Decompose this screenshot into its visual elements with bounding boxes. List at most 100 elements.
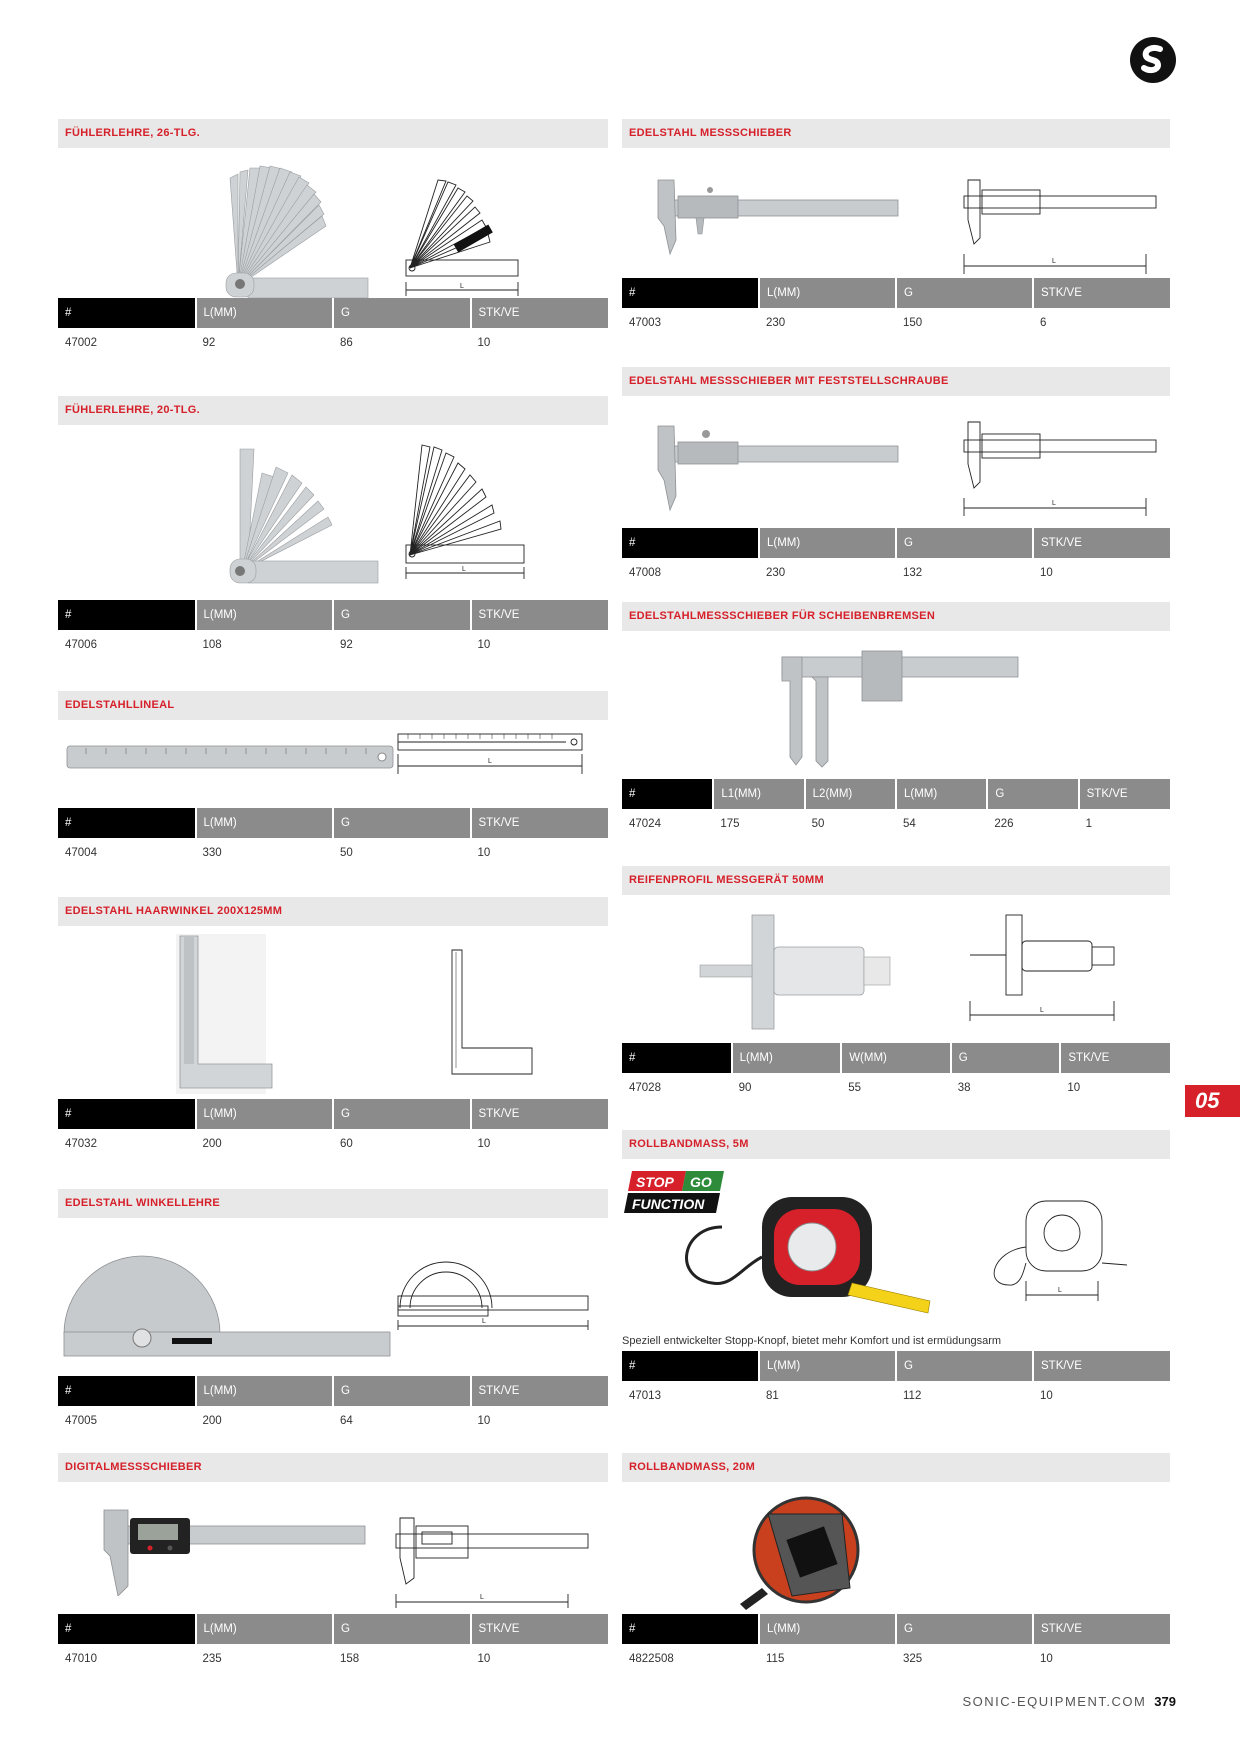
cell-length: 90 — [738, 1081, 752, 1094]
product-photo — [652, 416, 902, 516]
article-number: 47013 — [629, 1389, 661, 1402]
table-row: 47010 235 158 10 — [58, 1644, 608, 1673]
product-note: Speziell entwickelter Stopp-Knopf, biete… — [622, 1335, 1002, 1347]
cell-pack: 6 — [1040, 316, 1047, 329]
article-number: 47003 — [629, 316, 661, 329]
dimension-label: L — [1052, 500, 1056, 507]
col-header-number: # — [622, 528, 759, 558]
table-row: 47008 230 132 10 — [622, 558, 1170, 587]
col-header-number: # — [58, 600, 196, 630]
col-header-length: L(MM) — [758, 278, 896, 308]
section-title: EDELSTAHL WINKELLEHRE — [58, 1189, 608, 1218]
col-header-pack: STK/VE — [469, 1614, 608, 1644]
cell-pack: 10 — [477, 1137, 491, 1150]
cell-width: 55 — [848, 1081, 861, 1094]
cell-length: 200 — [202, 1414, 222, 1427]
section-title: ROLLBANDMASS, 5M — [622, 1130, 1170, 1159]
spec-table: # L(MM) G STK/VE 47003 230 150 6 — [622, 278, 1170, 337]
col-header-pack: STK/VE — [1032, 1614, 1170, 1644]
table-row: 47024 175 50 54 226 1 — [622, 809, 1170, 838]
col-header-length: L(MM) — [194, 1614, 333, 1644]
product-section-47005: EDELSTAHL WINKELLEHRE L — [58, 1189, 608, 1456]
section-title: EDELSTAHL MESSSCHIEBER MIT FESTSTELLSCHR… — [622, 367, 1170, 396]
technical-drawing — [448, 948, 538, 1078]
technical-drawing: L — [398, 176, 528, 296]
spec-table: # L(MM) W(MM) G STK/VE 47028 90 55 38 10 — [622, 1043, 1170, 1102]
section-title: EDELSTAHL MESSSCHIEBER — [622, 119, 1170, 148]
article-number: 47006 — [65, 638, 97, 651]
product-photo — [178, 437, 388, 587]
col-header-pack: STK/VE — [1077, 779, 1170, 809]
dimension-label: L — [488, 758, 492, 765]
col-header-width: W(MM) — [840, 1043, 951, 1073]
dimension-label: L — [1040, 1007, 1044, 1014]
dimension-label: L — [480, 1594, 484, 1601]
col-header-pack: STK/VE — [1032, 1351, 1170, 1381]
cell-pack: 10 — [477, 1414, 491, 1427]
col-header-number: # — [58, 808, 196, 838]
cell-pack: 1 — [1085, 817, 1093, 830]
article-number: 47008 — [629, 566, 661, 579]
badge-function: FUNCTION — [632, 1196, 705, 1212]
col-header-number: # — [58, 1376, 196, 1406]
cell-weight: 92 — [340, 638, 353, 651]
product-photo — [762, 641, 1022, 771]
product-section-47032: EDELSTAHL HAARWINKEL 200X125MM # L(MM) G… — [58, 897, 608, 1179]
section-title: DIGITALMESSSCHIEBER — [58, 1453, 608, 1482]
spec-table: # L(MM) G STK/VE 47010 235 158 10 — [58, 1614, 608, 1673]
article-number: 4822508 — [629, 1652, 674, 1665]
spec-table: # L(MM) G STK/VE 47005 200 64 10 — [58, 1376, 608, 1435]
cell-length: 330 — [202, 846, 222, 859]
col-header-length: L(MM) — [758, 1614, 896, 1644]
footer-site: SONIC-EQUIPMENT.COM — [962, 1694, 1147, 1709]
section-title: EDELSTAHLLINEAL — [58, 691, 608, 720]
col-header-pack: STK/VE — [1032, 528, 1170, 558]
table-row: 47032 200 60 10 — [58, 1129, 608, 1158]
col-header-length: L(MM) — [894, 779, 988, 809]
col-header-number: # — [58, 298, 196, 328]
article-number: 47005 — [65, 1414, 97, 1427]
col-header-weight: G — [986, 779, 1079, 809]
article-number: 47032 — [65, 1137, 97, 1150]
cell-weight: 132 — [903, 566, 923, 579]
cell-weight: 112 — [903, 1389, 922, 1402]
col-header-length: L(MM) — [194, 1376, 333, 1406]
col-header-length: L(MM) — [758, 528, 896, 558]
cell-weight: 226 — [994, 817, 1014, 830]
col-header-number: # — [622, 779, 714, 809]
chapter-tab: 05 — [1185, 1085, 1240, 1117]
col-header-length: L(MM) — [730, 1043, 842, 1073]
col-header-number: # — [622, 278, 759, 308]
technical-drawing: L — [960, 416, 1160, 516]
dimension-label: L — [1052, 258, 1056, 265]
cell-length: 200 — [202, 1137, 222, 1150]
product-section-47024: EDELSTAHLMESSSCHIEBER FÜR SCHEIBENBREMSE… — [622, 602, 1170, 859]
cell-pack: 10 — [1067, 1081, 1081, 1094]
section-title: ROLLBANDMASS, 20M — [622, 1453, 1170, 1482]
product-photo — [188, 158, 378, 298]
cell-length-1: 175 — [720, 817, 740, 830]
cell-weight: 158 — [340, 1652, 360, 1665]
section-title: EDELSTAHL HAARWINKEL 200X125MM — [58, 897, 608, 926]
cell-length-2: 50 — [811, 817, 825, 830]
product-photo — [62, 1254, 392, 1362]
cell-weight: 60 — [340, 1137, 353, 1150]
dimension-label: L — [460, 283, 464, 290]
col-header-pack: STK/VE — [469, 600, 608, 630]
cell-length: 92 — [202, 336, 216, 349]
col-header-number: # — [622, 1614, 759, 1644]
cell-length: 235 — [202, 1652, 222, 1665]
sonic-logo — [1130, 37, 1176, 83]
col-header-pack: STK/VE — [1059, 1043, 1170, 1073]
table-row: 47004 330 50 10 — [58, 838, 608, 867]
technical-drawing: L — [396, 732, 586, 782]
col-header-length-2: L2(MM) — [803, 779, 896, 809]
cell-pack: 10 — [477, 1652, 491, 1665]
col-header-length: L(MM) — [194, 808, 333, 838]
cell-pack: 10 — [1040, 1389, 1053, 1402]
product-section-4822508: ROLLBANDMASS, 20M # L(MM) G STK/VE 48225… — [622, 1453, 1170, 1694]
article-number: 47002 — [65, 336, 97, 349]
col-header-weight: G — [949, 1043, 1061, 1073]
col-header-pack: STK/VE — [469, 1099, 608, 1129]
